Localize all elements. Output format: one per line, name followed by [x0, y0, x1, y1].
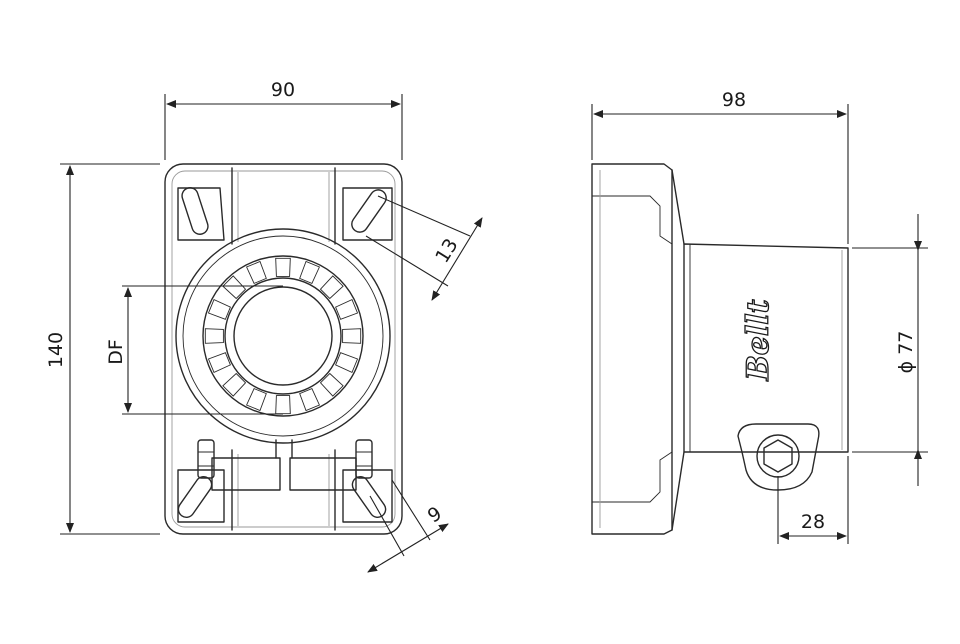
ring-tooth [299, 388, 321, 412]
front-view: 90 140 DF 13 9 [45, 79, 483, 573]
clamp-bracket [197, 439, 373, 491]
slot-top-left [177, 187, 225, 241]
bolt-left [197, 439, 215, 479]
ring-tooth [275, 395, 291, 415]
dim-width: 90 [164, 79, 403, 160]
ring-tooth [319, 275, 344, 300]
ring-tooth [222, 275, 247, 300]
hex-socket-icon [763, 439, 793, 473]
ring-tooth [335, 298, 359, 320]
dim-slot-label: 13 [431, 235, 462, 267]
dim-diameter-label: ϕ 77 [895, 331, 917, 374]
ring-tooth [335, 352, 359, 374]
ring-tooth [222, 372, 247, 397]
ring-teeth [204, 257, 362, 415]
dim-df: DF [105, 285, 283, 415]
ring-tooth [245, 260, 267, 284]
ring-tooth [299, 260, 321, 284]
ring-tooth [319, 372, 344, 397]
dim-offset: 28 [777, 456, 849, 544]
dim-height-label: 140 [45, 332, 67, 368]
dim-diameter: ϕ 77 [852, 214, 928, 486]
dim-slot: 13 [365, 195, 483, 301]
bolt-right [355, 439, 373, 479]
ring-tooth [207, 298, 231, 320]
dim-foot-label: 9 [424, 502, 446, 527]
ring-tooth [245, 388, 267, 412]
ring-housing [175, 228, 391, 444]
slot-top-right [342, 187, 393, 241]
dim-width-label: 90 [271, 79, 295, 101]
side-cylinder [683, 243, 849, 453]
side-taper [671, 169, 685, 531]
dim-depth-label: 98 [722, 89, 746, 111]
ring-tooth [275, 257, 291, 277]
ring-tooth [342, 328, 362, 344]
ring-tooth [207, 352, 231, 374]
brand-logo: Bellt [741, 299, 776, 381]
dim-height: 140 [45, 163, 160, 535]
base-plate-inner [171, 170, 396, 528]
side-view: Bellt 98 ϕ 77 28 [591, 89, 928, 544]
dim-depth: 98 [591, 89, 849, 244]
ring-tooth [204, 328, 224, 344]
base-plate [164, 163, 403, 535]
dim-offset-label: 28 [801, 511, 825, 533]
dim-foot: 9 [367, 479, 449, 573]
dim-df-label: DF [105, 339, 127, 365]
